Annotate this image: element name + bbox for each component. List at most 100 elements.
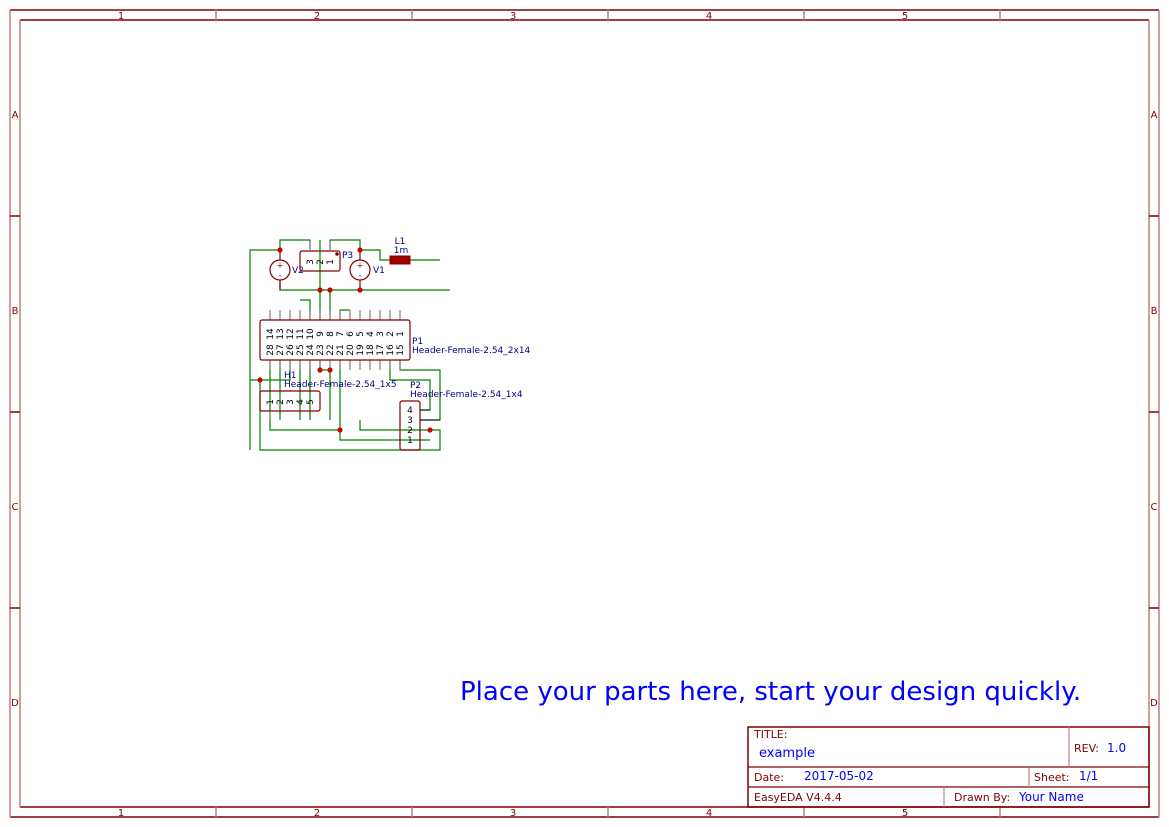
voltage-source-v2[interactable]: + - V2: [269, 250, 304, 290]
p1-pin-label: 18: [366, 344, 376, 356]
junction-dot: [317, 287, 323, 293]
rev-label: REV:: [1074, 742, 1099, 755]
sheet-frame: 1 2 3 4 5 1 2 3 4 5 A B C D A B C D: [9, 9, 1160, 819]
h1-pin-label: 2: [276, 399, 286, 405]
p1-pin-label: 6: [346, 331, 356, 337]
title-block: TITLE: example REV: 1.0 Date: 2017-05-02…: [747, 726, 1150, 808]
p1-pin-label: 21: [336, 344, 346, 355]
p1-pin-label: 11: [296, 328, 306, 339]
voltage-source-v1[interactable]: + - V1: [349, 250, 385, 290]
header-p3[interactable]: 3 2 1 P3: [299, 241, 353, 272]
row-label-d-right: D: [1150, 698, 1158, 709]
h1-pin-label: 5: [306, 399, 316, 405]
sheet-label: Sheet:: [1034, 771, 1070, 784]
junction-dot: [277, 247, 283, 253]
p1-pin-label: 20: [346, 344, 356, 356]
svg-text:+: +: [277, 261, 284, 270]
p1-pin-label: 3: [376, 331, 386, 337]
p1-pin-label: 1: [396, 331, 406, 337]
row-label-c-right: C: [1151, 502, 1158, 513]
p1-pin-label: 10: [306, 328, 316, 340]
junction-dot: [257, 377, 263, 383]
wire[interactable]: [339, 309, 350, 320]
row-label-b-right: B: [1151, 306, 1158, 317]
row-label-a-right: A: [1151, 110, 1158, 121]
sheet-value: 1/1: [1079, 769, 1098, 783]
p1-pin-label: 26: [286, 344, 296, 356]
junction-dot: [337, 427, 343, 433]
column-label-1-bottom: 1: [118, 808, 124, 819]
junction-dot: [317, 367, 323, 373]
h1-pin-label: 4: [296, 399, 306, 405]
header-p2[interactable]: 4 3 2 1 P2 Header-Female-2.54_1x4: [399, 381, 523, 451]
h1-pin-label: 1: [266, 399, 276, 405]
wire[interactable]: [300, 299, 311, 320]
wire[interactable]: [329, 239, 361, 250]
software-version: EasyEDA V4.4.4: [754, 791, 842, 804]
row-label-a: A: [12, 110, 19, 121]
p1-pin-label: 7: [336, 331, 346, 337]
p2-pin-label: 3: [407, 416, 413, 426]
column-label-2-bottom: 2: [314, 808, 320, 819]
column-label-3: 3: [510, 11, 516, 22]
p1-footprint: Header-Female-2.54_2x14: [412, 346, 531, 356]
p3-pin-label: 1: [326, 259, 336, 265]
p1-pin-label: 27: [276, 344, 286, 355]
date-label: Date:: [754, 771, 784, 784]
p3-pin-label: 2: [316, 259, 326, 265]
v2-designator: V2: [292, 266, 304, 276]
rev-value: 1.0: [1107, 741, 1126, 755]
p1-pin-label: 15: [396, 344, 406, 355]
p3-pin-label: 3: [306, 259, 316, 265]
row-label-b: B: [12, 306, 19, 317]
header-h1[interactable]: 1 2 3 4 5 H1 Header-Female-2.54_1x5: [259, 371, 397, 420]
p1-pin-label: 24: [306, 344, 316, 356]
svg-text:-: -: [279, 271, 282, 280]
h1-footprint: Header-Female-2.54_1x5: [284, 380, 397, 390]
junctions: [257, 247, 433, 433]
p1-pin-label: 12: [286, 328, 296, 339]
junction-dot: [327, 367, 333, 373]
p1-pin-label: 16: [386, 344, 396, 356]
l1-designator: L1: [395, 237, 406, 247]
row-label-d: D: [11, 698, 19, 709]
p2-pin-label: 2: [407, 426, 413, 436]
svg-text:-: -: [359, 271, 362, 280]
svg-text:+: +: [357, 261, 364, 270]
p1-pin-label: 19: [356, 344, 366, 356]
wire[interactable]: [279, 239, 311, 250]
wire[interactable]: [359, 420, 430, 431]
p1-pin-label: 14: [266, 328, 276, 340]
p1-pin-label: 17: [376, 344, 386, 355]
p1-pin-label: 5: [356, 331, 366, 337]
p1-pin-label: 25: [296, 344, 306, 355]
drawn-by-value: Your Name: [1018, 790, 1084, 804]
wire[interactable]: [279, 280, 450, 291]
title-label: TITLE:: [753, 728, 787, 741]
p2-pin-label: 4: [407, 406, 413, 416]
p2-footprint: Header-Female-2.54_1x4: [410, 390, 523, 400]
junction-dot: [357, 247, 363, 253]
wire[interactable]: [249, 249, 280, 450]
column-label-2: 2: [314, 11, 320, 22]
title-value: example: [759, 746, 815, 761]
p2-pin-label: 1: [407, 436, 413, 446]
p1-pin-label: 13: [276, 328, 286, 339]
p1-pin-label: 28: [266, 344, 276, 356]
junction-dot: [427, 427, 433, 433]
inductor-l1[interactable]: L1 1m: [389, 237, 411, 265]
column-label-5-bottom: 5: [902, 808, 908, 819]
header-p1[interactable]: 14 13 12 11 10 9 8 7 6 5 4 3 2 1 28 27 2…: [259, 310, 531, 370]
wire[interactable]: [360, 249, 390, 261]
p1-pin-label: 22: [326, 344, 336, 355]
h1-pin-label: 3: [286, 399, 296, 405]
p1-pin-label: 9: [316, 331, 326, 337]
placeholder-note: Place your parts here, start your design…: [460, 677, 1081, 707]
date-value: 2017-05-02: [804, 769, 874, 783]
l1-value: 1m: [394, 246, 409, 256]
column-label-3-bottom: 3: [510, 808, 516, 819]
column-label-4-bottom: 4: [706, 808, 712, 819]
drawn-by-label: Drawn By:: [954, 791, 1010, 804]
column-label-1: 1: [118, 11, 124, 22]
